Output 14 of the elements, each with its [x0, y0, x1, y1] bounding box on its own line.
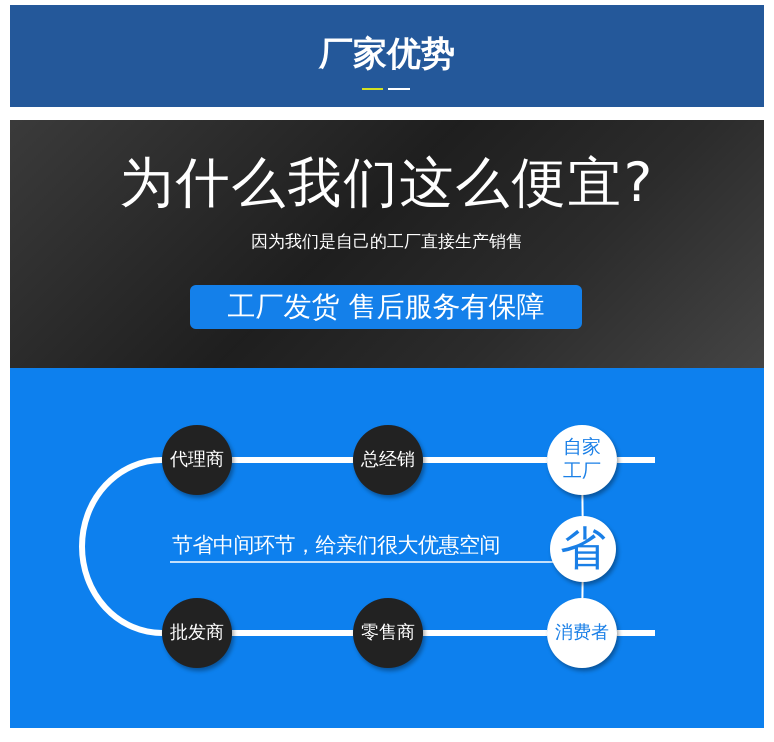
subheadline: 因为我们是自己的工厂直接生产销售: [250, 231, 524, 254]
connector-line: [581, 582, 584, 598]
section-title: 厂家优势: [318, 33, 456, 76]
connector-line: [423, 457, 547, 463]
connector-line: [232, 457, 353, 463]
connector-line: [581, 494, 584, 516]
connector-line: [79, 457, 162, 636]
connector-line: [617, 630, 655, 636]
connector-line: [617, 457, 655, 463]
connector-line: [232, 630, 353, 636]
headline: 为什么我们这么便宜?: [118, 150, 656, 216]
slogan-banner: 工厂发货 售后服务有保障: [190, 285, 582, 329]
savings-note: 节省中间环节，给亲们很大优惠空间: [172, 532, 501, 559]
connector-line: [423, 630, 547, 636]
